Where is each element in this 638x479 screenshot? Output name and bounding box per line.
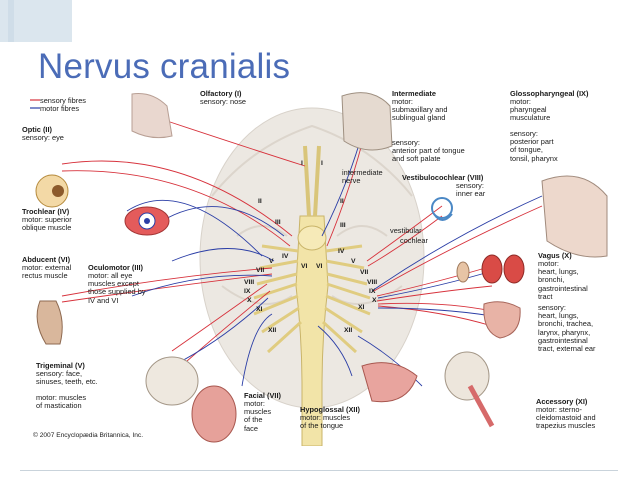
olfactory-desc: sensory: nose: [200, 97, 247, 106]
accessory-name: Accessory (XI): [536, 397, 588, 406]
ear-illustration: [456, 261, 470, 283]
numeral-X-left: X: [247, 297, 252, 304]
numeral-VI-left: VI: [301, 263, 308, 270]
slide-title: Nervus cranialis: [38, 47, 291, 86]
numeral-XII-right: XII: [344, 327, 353, 334]
copyright-text: © 2007 Encyclopædia Britannica, Inc.: [33, 432, 144, 439]
glossopharyngeal-name: Glossopharyngeal (IX): [510, 89, 589, 98]
intermediate-name: Intermediate: [392, 89, 436, 98]
olfactory-name: Olfactory (I): [200, 89, 242, 98]
numeral-V-right: V: [351, 258, 356, 265]
numeral-III-right: III: [340, 222, 346, 229]
numeral-XII-left: XII: [268, 327, 277, 334]
numeral-IX-left: IX: [244, 288, 251, 295]
abducent-desc: motor: external rectus muscle: [22, 263, 72, 281]
numeral-VI-right: VI: [316, 263, 323, 270]
numeral-II-right: II: [340, 198, 344, 205]
numeral-I-left: I: [301, 160, 303, 167]
legend-motor-label: motor fibres: [40, 104, 80, 113]
bottom-divider: [20, 470, 618, 471]
numeral-XI-right: XI: [358, 304, 365, 311]
nose-illustration: [131, 93, 173, 139]
vagus-sensory: sensory: heart, lungs, bronchi, trachea,…: [538, 303, 596, 354]
throat-illustration: [541, 175, 608, 258]
numeral-VIII-right: VIII: [367, 279, 378, 286]
face-illustration: [36, 300, 63, 345]
vestibulocochlear-desc: sensory: inner ear: [456, 181, 486, 199]
intermediate-sensory: sensory: anterior part of tongue and sof…: [392, 138, 465, 164]
cranial-nerves-diagram: sensory fibres motor fibres I I II II II…: [22, 86, 618, 446]
vestibulocochlear-name: Vestibulocochlear (VIII): [402, 173, 484, 182]
numeral-IV-right: IV: [338, 248, 345, 255]
numeral-V-left: V: [269, 258, 274, 265]
tongue-illustration: [361, 362, 418, 403]
hypoglossal-desc: motor: muscles of the tongue: [300, 413, 351, 431]
trigeminal-name: Trigeminal (V): [36, 361, 85, 370]
numeral-VII-left: VII: [256, 267, 265, 274]
eye-muscles-illustration: [124, 206, 170, 236]
eye-illustration: [35, 174, 69, 208]
abducent-name: Abducent (VI): [22, 255, 71, 264]
glossopharyngeal-sensory: sensory: posterior part of tongue, tonsi…: [510, 129, 558, 163]
corner-decoration: [0, 0, 72, 42]
oculomotor-name: Oculomotor (III): [88, 263, 144, 272]
numeral-XI-left: XI: [256, 306, 263, 313]
trochlear-desc: motor: superior oblique muscle: [22, 215, 72, 233]
numeral-IV-left: IV: [282, 253, 289, 260]
skull-illustration: [145, 356, 199, 406]
accessory-desc: motor: sterno- cleidomastoid and trapezi…: [536, 405, 596, 431]
legend-sensory-label: sensory fibres: [40, 96, 87, 105]
head-section-illustration: [341, 92, 393, 151]
numeral-VII-right: VII: [360, 269, 369, 276]
intermediate-motor: motor: submaxillary and sublingual gland: [392, 97, 448, 123]
hypoglossal-name: Hypoglossal (XII): [300, 405, 360, 414]
organs-illustration: [481, 254, 525, 339]
vestibular-label: vestibular: [390, 226, 422, 235]
glossopharyngeal-motor: motor: pharyngeal musculature: [510, 97, 551, 123]
diagram-artwork: [30, 92, 608, 446]
facial-name: Facial (VII): [244, 391, 281, 400]
numeral-II-left: II: [258, 198, 262, 205]
facial-desc: motor: muscles of the face: [244, 399, 272, 433]
trigeminal-motor: motor: muscles of mastication: [36, 393, 87, 411]
vagus-name: Vagus (X): [538, 251, 572, 260]
vagus-motor: motor: heart, lungs, bronchi, gastrointe…: [538, 259, 588, 301]
numeral-III-left: III: [275, 219, 281, 226]
neck-muscles-illustration: [444, 351, 495, 428]
facial-muscles-illustration: [191, 385, 237, 443]
brainstem-illustration: [253, 145, 371, 446]
numeral-I-right: I: [321, 160, 323, 167]
numeral-IX-right: IX: [369, 288, 376, 295]
top-border: [0, 0, 638, 8]
oculomotor-desc: motor: all eye muscles except those supp…: [88, 271, 146, 305]
intermediate-nerve-label: intermediate nerve: [342, 168, 383, 186]
trochlear-name: Trochlear (IV): [22, 207, 70, 216]
optic-name: Optic (II): [22, 125, 52, 134]
numeral-X-right: X: [372, 297, 377, 304]
inner-ear-illustration: [431, 197, 453, 221]
trigeminal-sensory: sensory: face, sinuses, teeth, etc.: [36, 369, 98, 387]
optic-desc: sensory: eye: [22, 133, 64, 142]
cochlear-label: cochlear: [400, 236, 428, 245]
numeral-VIII-left: VIII: [244, 279, 255, 286]
